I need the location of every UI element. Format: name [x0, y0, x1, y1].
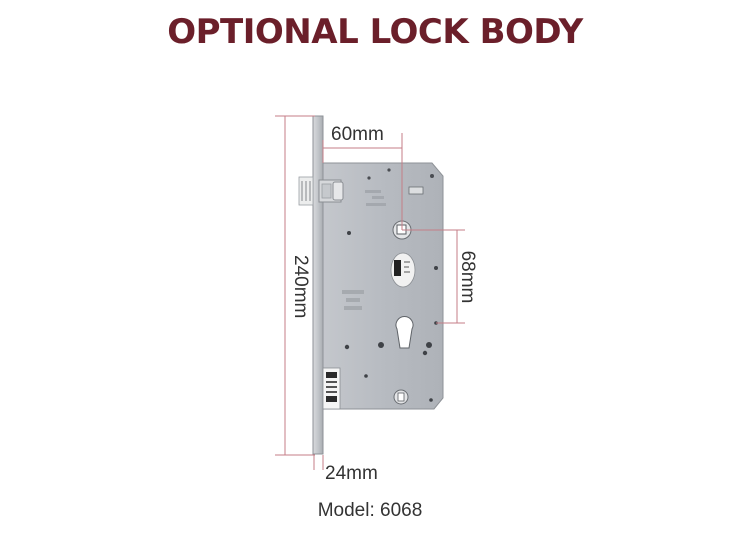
- embossed-marks: [365, 190, 386, 206]
- stop-button-slot: [408, 186, 424, 195]
- height-dimension-label: 240mm: [290, 255, 311, 319]
- screw-hole: [434, 266, 438, 270]
- page-title: OPTIONAL LOCK BODY: [167, 12, 583, 52]
- screw-hole: [387, 168, 391, 172]
- center-spacing-label: 68mm: [457, 250, 478, 304]
- bolt-label-tag: [298, 176, 314, 206]
- screw-hole: [347, 231, 351, 235]
- screw-hole: [344, 344, 350, 350]
- faceplate: [312, 115, 324, 455]
- screw-hole: [430, 174, 434, 178]
- bottom-follower: [393, 389, 409, 405]
- screw-hole: [429, 398, 433, 402]
- screw-hole: [367, 176, 371, 180]
- screw-hole: [426, 342, 432, 348]
- product-sticker: [322, 367, 341, 410]
- faceplate-width-label: 24mm: [325, 463, 378, 484]
- embossed-logo: [342, 290, 364, 310]
- screw-hole: [422, 350, 428, 356]
- model-number: Model: 6068: [317, 500, 423, 521]
- latch-bolt: [318, 179, 344, 203]
- screw-hole: [378, 342, 384, 348]
- warning-sticker: [390, 252, 416, 288]
- width-dimension-label: 60mm: [331, 124, 384, 145]
- dimension-lines: [275, 115, 465, 470]
- cylinder-cutout: [395, 316, 414, 349]
- screw-hole: [364, 374, 368, 378]
